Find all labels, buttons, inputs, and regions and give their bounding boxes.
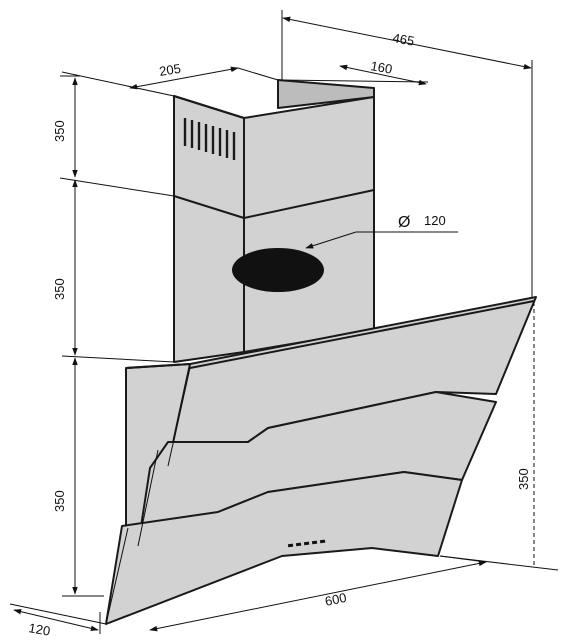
duct-diameter-symbol: Ø [398,214,410,231]
duct-hole [232,248,324,292]
dimension-lines [9,10,559,634]
dim-chimney-width: 160 [369,58,393,77]
dim-hood-width: 600 [324,590,348,609]
chimney-split-line [173,189,375,219]
duct-diameter-value: 120 [424,213,446,228]
hood-body [105,296,537,625]
chimney [173,79,375,363]
dim-wall-depth: 120 [27,620,51,639]
dim-upper-chimney-height: 350 [52,120,67,142]
dim-top-width: 465 [391,30,415,49]
dim-lower-chimney-height: 350 [52,278,67,300]
control-panel-icon [287,539,326,548]
dim-chimney-depth: 205 [158,61,182,79]
dim-right-height: 350 [516,468,531,490]
dim-hood-height: 350 [52,490,67,512]
chimney-front-face [243,96,375,353]
chimney-top-edge [173,95,245,119]
vent-grille-icon [183,118,236,160]
